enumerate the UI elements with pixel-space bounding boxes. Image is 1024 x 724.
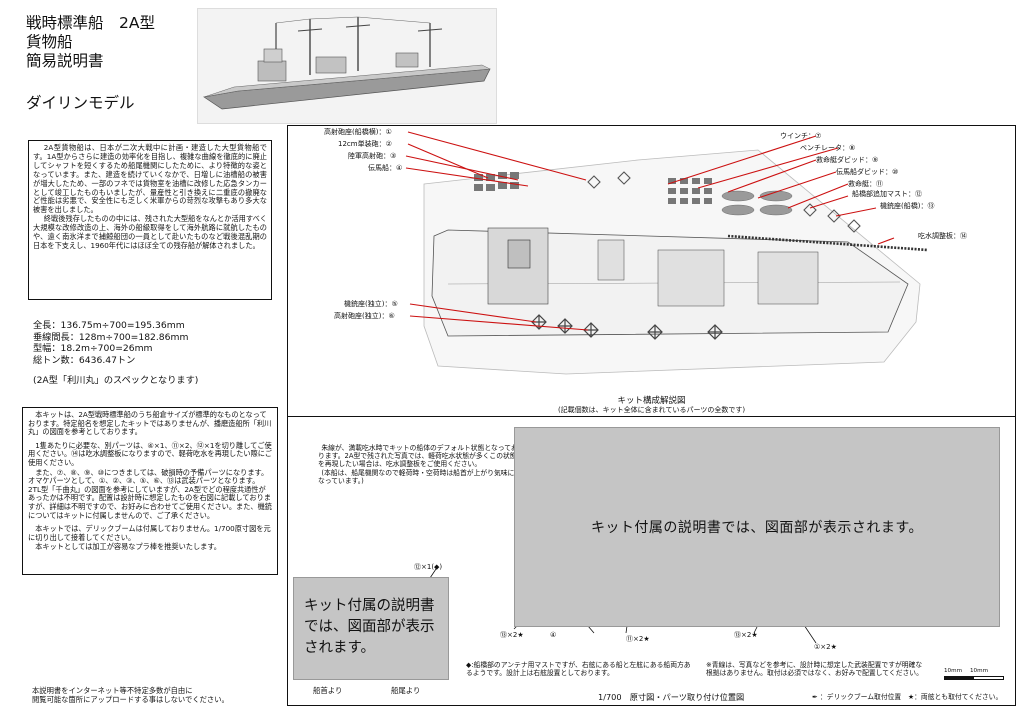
draw-label-part-13-left: ⑬×2★ [500, 631, 524, 639]
draft-note: 朱線が、満載吃水時でキットの船体のデフォルト状態となっております。2A型で残され… [318, 444, 518, 485]
scale-bar [944, 676, 1004, 680]
notes-paragraph-4: 本キットでは、デリックブームは付属しておりません。1/700原寸図を元に切り出し… [28, 524, 271, 542]
kit-notes-box: 本キットは、2A型戦時標準船のうち船倉サイズが標準的なものとなっております。特定… [22, 407, 278, 575]
spec-length: 全長：136.75m÷700=195.36mm [33, 320, 185, 331]
title-line-3: 簡易説明書 [26, 52, 104, 70]
drawing-caption: 1/700 原寸図・パーツ取り付け位置図 [598, 692, 745, 702]
label-part-9: 救命艇ダビッド：⑨ [816, 156, 879, 164]
drawing-legend: ✒ ：デリックブーム取付位置 ★：両舷とも取付てください。 [812, 693, 1003, 701]
specs-block: 全長：136.75m÷700=195.36mm 垂線間長：128m÷700=18… [33, 320, 273, 387]
label-part-2: 12cm単装砲：② [338, 140, 392, 148]
title-line-1: 戦時標準船 2A型 [26, 14, 155, 32]
label-stern-view: 船尾より [391, 686, 421, 695]
footer-line-2: 閲覧可能な箇所にアップロードする事はしないでください。 [32, 695, 229, 704]
ship-render-image [197, 8, 497, 124]
label-part-11: 救命艇：⑪ [848, 180, 883, 188]
title-block: 戦時標準船 2A型 貨物船 簡易説明書 ダイリンモデル [26, 14, 196, 113]
notes-paragraph-5: 本キットとしては加工が容易なプラ棒を推奨いたします。 [35, 542, 221, 552]
label-part-4: 伝馬船：④ [368, 164, 403, 172]
draft-note-paragraph-1: 朱線が、満載吃水時でキットの船体のデフォルト状態となっております。2A型で残され… [318, 444, 518, 469]
drawing-placeholder-large: キット付属の説明書では、図面部が表示されます。 [514, 427, 1000, 627]
draw-note-mast: ◆:船橋部のアンテナ用マストですが、右舷にある船と左舷にある船両方あるようです。… [466, 661, 691, 678]
title-line-2: 貨物船 [26, 33, 73, 51]
footer-line-1: 本説明書をインターネット等不特定多数が自由に [32, 686, 193, 695]
label-bow-view: 船首より [313, 686, 343, 695]
draft-note-paragraph-2: (本船は、船尾機関なので軽荷時・空荷時は船首が上がり気味になっています。) [318, 468, 515, 485]
kit-sprue-diagram [405, 131, 929, 375]
label-part-13: 機銃座(船橋)：⑬ [880, 202, 935, 210]
kit-caption-title: キット構成解説図 [617, 396, 686, 406]
spec-perpendicular-length: 垂線間長：128m÷700=182.86mm [33, 331, 189, 343]
label-part-6: 高射砲座(独立)：⑥ [334, 312, 395, 320]
label-part-3: 陸軍高射砲：③ [348, 152, 397, 160]
drawing-placeholder-small: キット付属の説明書では、図面部が表示されます。 [293, 577, 449, 680]
label-part-1: 高射砲座(船橋横)：① [324, 128, 392, 136]
draw-label-part-12: ⑫×1(◆) [414, 563, 443, 571]
label-part-10: 伝馬船ダビッド：⑩ [836, 168, 899, 176]
spec-tonnage: 総トン数：6436.47トン [33, 354, 136, 366]
draw-label-part-4: ④ [550, 631, 557, 639]
intro-paragraph-1: 2A型貨物船は、日本が二次大戦中に計画・建造した大型貨物船です。1A型からさらに… [33, 143, 267, 215]
notes-paragraph-3: また、⑦、⑧、⑨、⑩につきましては、破損時の予備パーツになります。オマケパーツと… [28, 467, 272, 520]
label-part-7: ウインチ：⑦ [780, 132, 822, 140]
spec-beam: 型幅：18.2m÷700=26mm [33, 343, 153, 354]
draw-label-part-11: ⑪×2★ [626, 635, 650, 643]
label-part-5: 機銃座(独立)：⑤ [344, 300, 398, 308]
scale-label-right: 10mm [970, 668, 989, 674]
intro-paragraph-2: 終戦後残存したものの中には、残された大型船をなんとか活用すべく大規模な改修改造の… [33, 214, 267, 250]
spec-note: (2A型「利川丸」のスペックとなります) [33, 375, 199, 386]
label-part-12: 船橋部追加マスト：⑫ [852, 190, 922, 198]
draw-label-part-13-right: ⑬×2★ [734, 631, 758, 639]
label-part-14: 吃水調整板：⑭ [918, 232, 967, 240]
scale-label-left: 10mm [944, 668, 963, 674]
brand-name: ダイリンモデル [26, 94, 135, 112]
draw-label-part-1: ①×2★ [814, 643, 837, 651]
kit-caption-subtitle: (記載個数は、キット全体に含まれているパーツの全数です) [557, 406, 746, 414]
kit-composition-panel: 高射砲座(船橋横)：① 12cm単装砲：② 陸軍高射砲：③ 伝馬船：④ 機銃座(… [287, 125, 1016, 417]
footer-notice: 本説明書をインターネット等不特定多数が自由に 閲覧可能な箇所にアップロードする事… [32, 686, 272, 704]
notes-paragraph-1: 本キットは、2A型戦時標準船のうち船倉サイズが標準的なものとなっております。特定… [28, 410, 272, 437]
derrick-boom-icon: ✒ [812, 693, 818, 701]
draw-note-blue-lines: ※青線は、写真などを参考に、設計時に想定した武装配置ですが明確な根拠はありません… [706, 661, 923, 678]
label-part-8: ベンチレータ：⑧ [800, 144, 856, 152]
notes-paragraph-2: 1隻あたりに必要な、別パーツは、④×1、⑪×2、⑫×1を切り離してご使用ください… [28, 440, 272, 467]
intro-text-box: 2A型貨物船は、日本が二次大戦中に計画・建造した大型貨物船です。1A型からさらに… [28, 140, 272, 300]
